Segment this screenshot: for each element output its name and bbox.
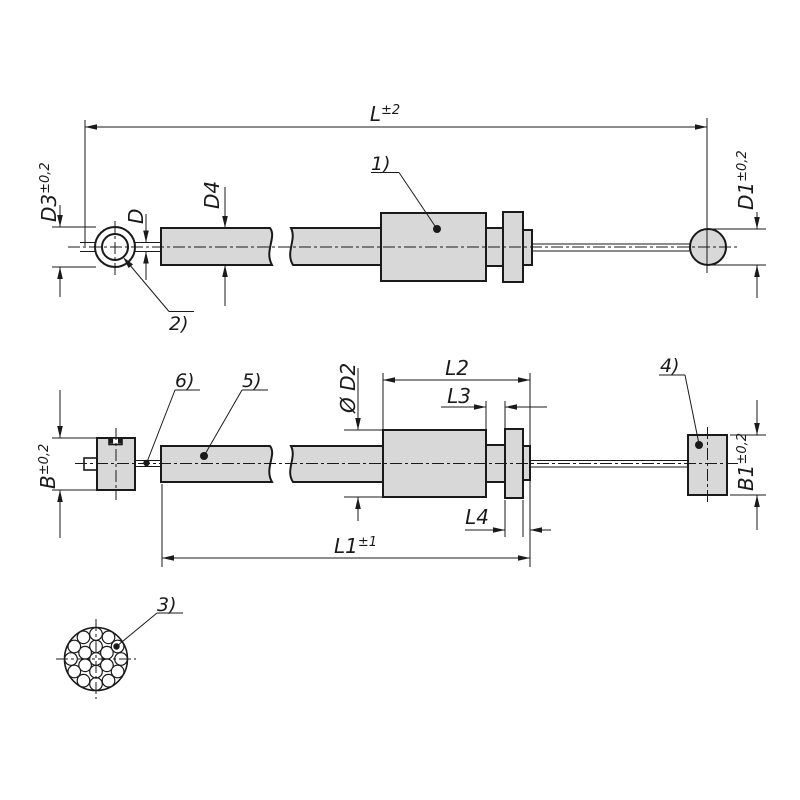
dim-label-L: L±2	[370, 102, 400, 126]
dim-label-L1: L1±1	[334, 534, 377, 558]
dim-label-D2: Ø D2	[336, 363, 360, 414]
dimension-L2: L2	[382, 356, 531, 567]
callout-5-label: 5)	[242, 370, 262, 392]
top-view: L±2 D3±0,2 D D4	[37, 102, 766, 335]
callout-6: 6)	[143, 370, 200, 467]
callout-1: 1)	[371, 153, 441, 233]
callout-2-label: 2)	[169, 313, 189, 335]
dimension-D2: Ø D2	[336, 363, 382, 521]
dim-label-B: B±0,2	[36, 444, 60, 489]
dim-label-L2: L2	[445, 356, 469, 380]
callout-5: 5)	[200, 370, 268, 460]
rod	[532, 243, 695, 252]
dim-label-B1: B1±0,2	[734, 433, 758, 491]
callout-1-label: 1)	[371, 153, 391, 175]
callout-2: 2)	[123, 257, 194, 335]
dimension-D1: D1±0,2	[706, 150, 766, 298]
dim-label-D3: D3±0,2	[37, 162, 61, 222]
dim-label-D1: D1±0,2	[734, 150, 758, 210]
dimension-D3: D3±0,2	[37, 162, 96, 297]
dimension-L4: L4	[465, 500, 551, 537]
dim-label-D: D	[124, 209, 148, 224]
callout-3-label: 3)	[157, 594, 177, 616]
rod-side	[530, 460, 690, 468]
callout-6-label: 6)	[175, 370, 195, 392]
dimension-D4: D4	[200, 181, 228, 306]
rope-cross-section: 3)	[56, 594, 183, 699]
dim-label-D4: D4	[200, 181, 224, 209]
dim-label-L3: L3	[447, 384, 471, 408]
dimension-D: D	[124, 209, 149, 280]
dimension-L3: L3	[441, 384, 547, 429]
dimension-L: L±2	[84, 102, 708, 273]
rope-strands	[64, 627, 128, 691]
dim-label-L4: L4	[465, 505, 489, 529]
callout-3: 3)	[113, 594, 183, 650]
dimension-L1: L1±1	[161, 484, 530, 567]
side-view: Ø D2 L2 L3 L4	[36, 355, 766, 567]
callout-4: 4)	[659, 355, 703, 449]
dimension-B1: B1±0,2	[730, 400, 766, 530]
dimension-B: B±0,2	[36, 390, 97, 538]
callout-4-label: 4)	[660, 355, 680, 377]
